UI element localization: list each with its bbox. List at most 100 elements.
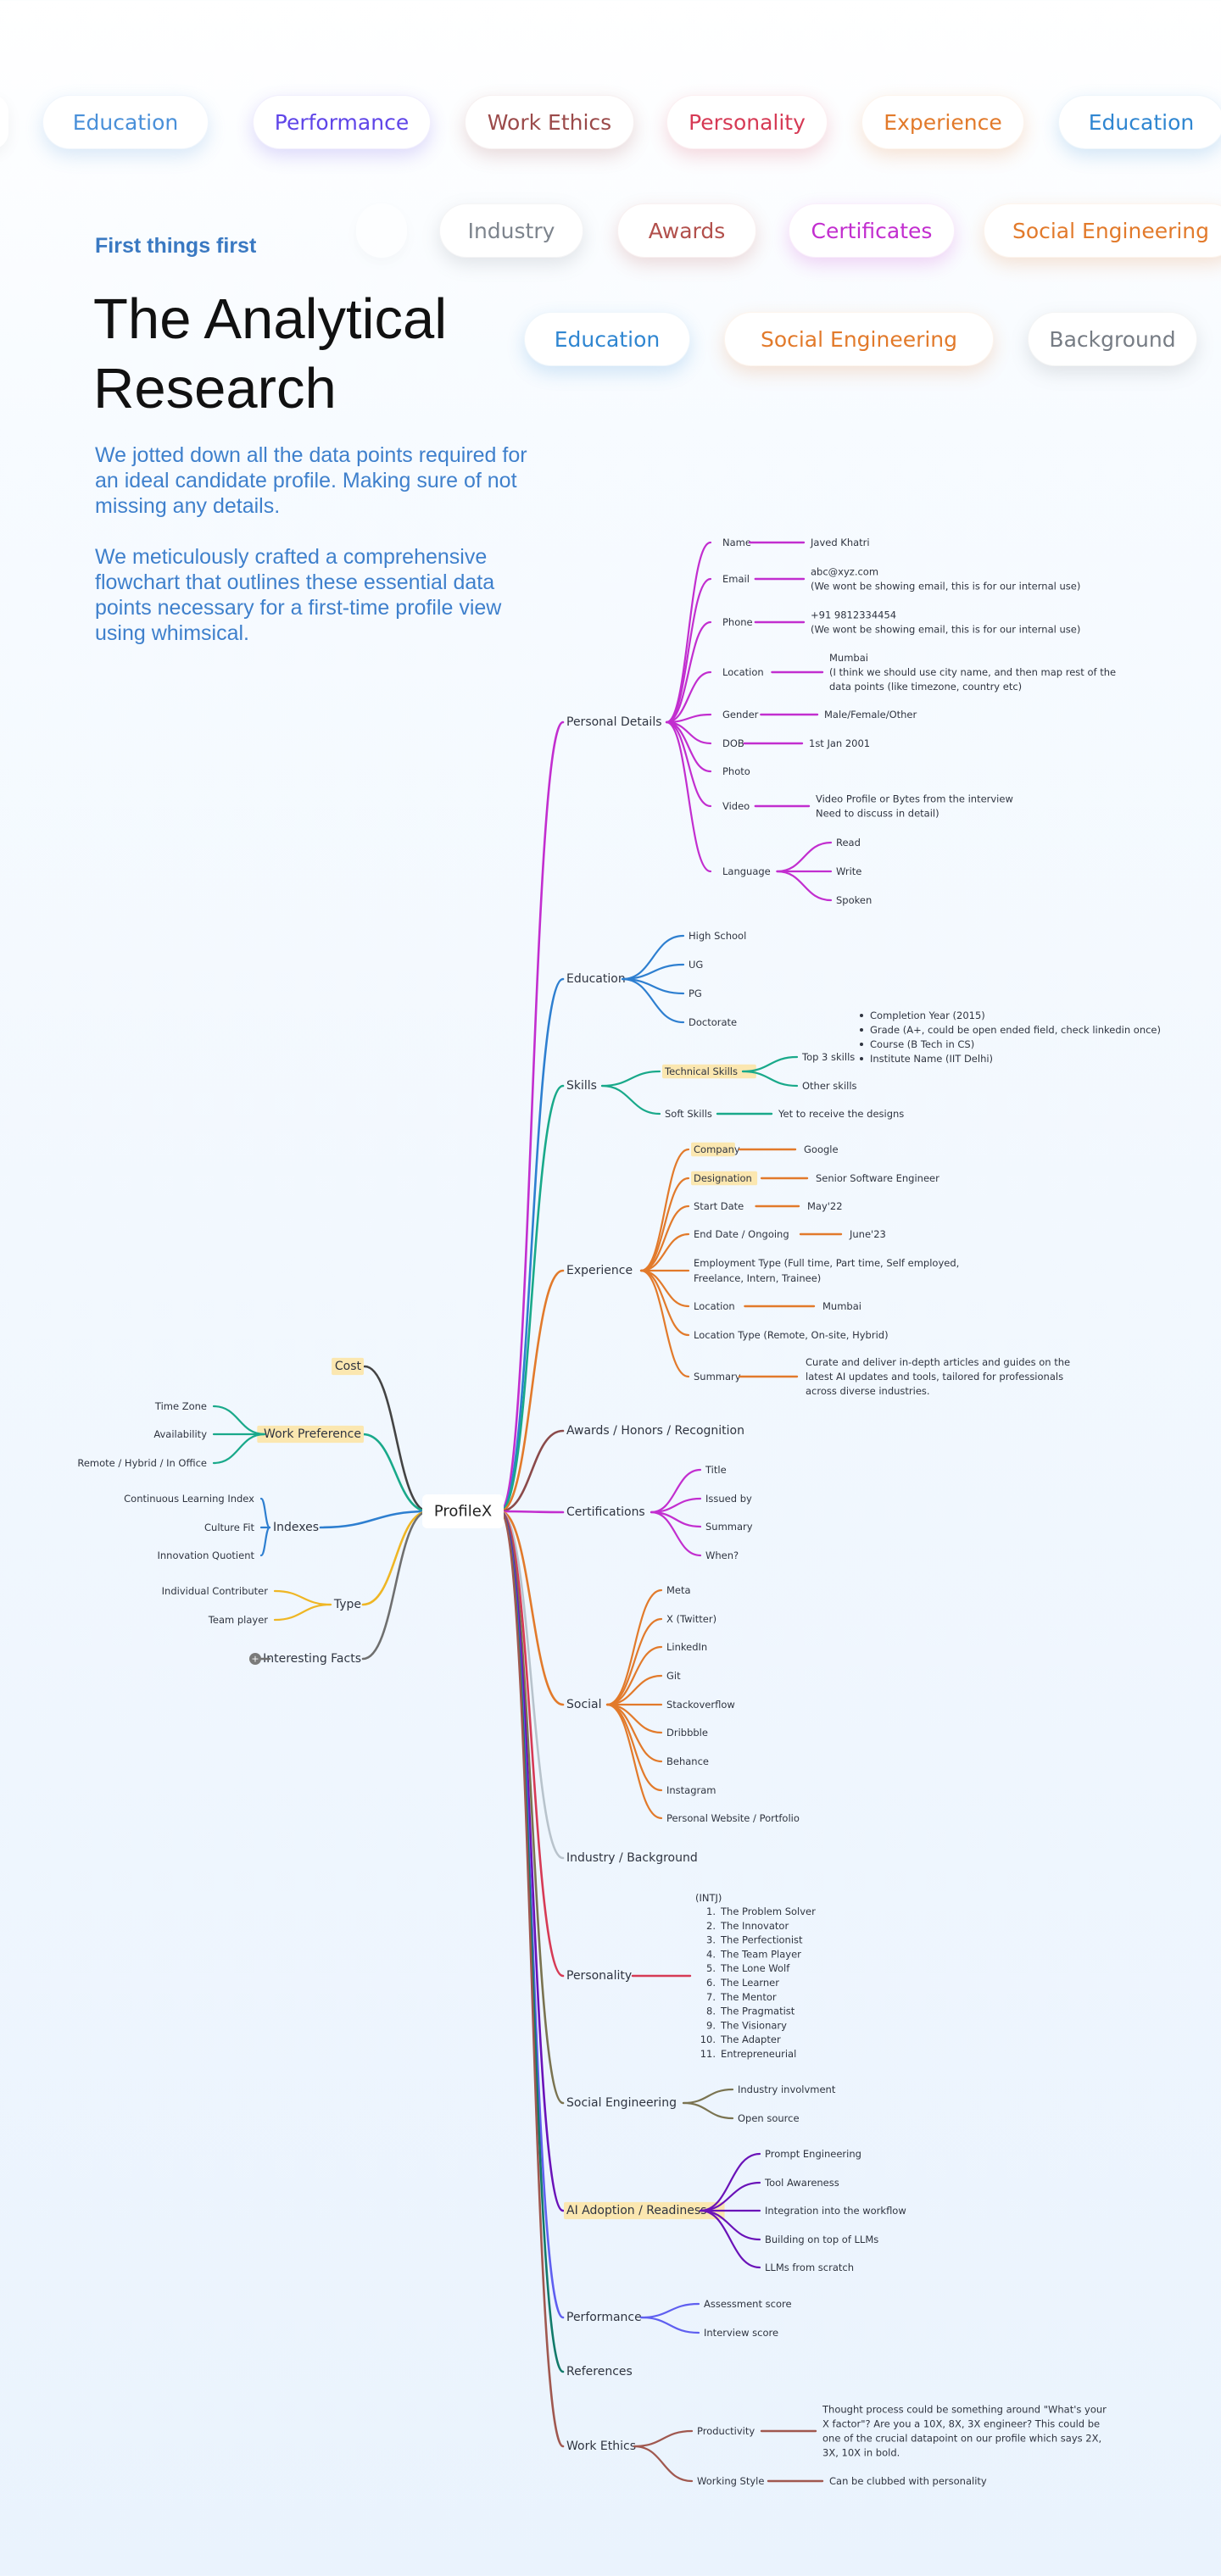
leaf-label: High School	[689, 930, 746, 942]
branch-connector	[363, 1365, 430, 1513]
list-number: 7.	[706, 1991, 716, 2003]
leaf-label: Gender	[722, 709, 759, 721]
value-text: X factor"? Are you a 10X, 8X, 3X enginee…	[822, 2418, 1100, 2430]
value-text: Yet to receive the designs	[778, 1108, 904, 1120]
intro-paragraph-1: We jotted down all the data points requi…	[95, 443, 527, 518]
leaf-label: Issued by	[705, 1493, 752, 1505]
root-node-label: ProfileX	[434, 1503, 492, 1521]
leaf-label: Innovation Quotient	[158, 1549, 255, 1561]
leaf-label: LLMs from scratch	[765, 2262, 854, 2273]
branch-type: Type	[333, 1598, 361, 1611]
pill-social-engineering-2[interactable]: Social Engineering	[724, 312, 994, 366]
leaf-label: Availability	[153, 1428, 207, 1440]
pill-work-ethics[interactable]: Work Ethics	[465, 95, 634, 149]
pill-label: Education	[1088, 109, 1195, 135]
branch-work-preference: Work Preference	[264, 1427, 361, 1441]
list-item: The Perfectionist	[720, 1934, 803, 1946]
child-connector	[212, 1433, 266, 1465]
pill-awards[interactable]: Awards	[617, 203, 756, 258]
leaf-label: Location Type (Remote, On-site, Hybrid)	[694, 1329, 889, 1341]
child-connector	[605, 1703, 663, 1820]
pill-label: Social Engineering	[1012, 218, 1210, 243]
leaf-label: Integration into the workflow	[765, 2205, 906, 2217]
list-item: The Visionary	[720, 2019, 787, 2031]
leaf-label: Name	[722, 537, 751, 548]
list-item: The Lone Wolf	[720, 1962, 790, 1974]
value-text: Mumbai	[822, 1300, 861, 1312]
child-connector	[621, 934, 685, 981]
list-item: The Mentor	[720, 1991, 777, 2003]
leaf-label: Technical Skills	[664, 1065, 738, 1077]
list-number: 10.	[700, 2034, 716, 2045]
leaf-label: Team player	[208, 1614, 268, 1626]
child-connector	[605, 1617, 663, 1706]
pill-education[interactable]: Education	[42, 95, 209, 149]
list-number: 8.	[706, 2006, 716, 2017]
list-number: 11.	[700, 2048, 716, 2060]
branch-connector	[499, 1510, 565, 1514]
pill-background[interactable]: Background	[1028, 312, 1197, 366]
branch-connector	[499, 1510, 565, 2448]
leaf-label: Assessment score	[704, 2298, 792, 2310]
pill-industry[interactable]: Industry	[439, 203, 583, 258]
child-connector	[259, 1497, 271, 1529]
pill-label: Certificates	[811, 218, 933, 243]
branch-social: Social	[566, 1698, 602, 1711]
child-connector	[776, 841, 833, 873]
branch-interesting-facts: Interesting Facts	[263, 1652, 361, 1666]
pill-certificates[interactable]: Certificates	[789, 203, 955, 258]
pill-performance[interactable]: Performance	[253, 95, 431, 149]
root-node-bg	[422, 1494, 504, 1528]
leaf-label: Company	[694, 1143, 740, 1155]
child-connector	[600, 1070, 661, 1088]
branch-personal-details: Personal Details	[566, 715, 662, 729]
list-item: The Team Player	[720, 1948, 801, 1960]
child-connector	[639, 2302, 700, 2319]
branch-connector	[361, 1433, 430, 1513]
branch-ai-adoption: AI Adoption / Readiness	[566, 2204, 706, 2217]
pill-experience[interactable]: Experience	[861, 95, 1024, 149]
bullet-dot	[860, 1028, 863, 1032]
child-connector	[273, 1589, 332, 1606]
leaf-label: Location	[694, 1300, 735, 1312]
value-text: Male/Female/Other	[824, 709, 917, 721]
branch-connector	[499, 1510, 565, 2105]
leaf-label: Meta	[666, 1584, 691, 1596]
child-connector	[699, 2209, 761, 2269]
pill-education-2[interactable]: Education	[1058, 95, 1221, 149]
branch-connector	[499, 1429, 565, 1513]
intro-paragraph-2: We meticulously crafted a comprehensive …	[95, 545, 502, 645]
leaf-label: Summary	[705, 1521, 753, 1533]
list-number: 9.	[706, 2019, 716, 2031]
highlight-mark	[691, 1171, 758, 1186]
leaf-label: Language	[722, 865, 771, 877]
leaf-label: Read	[836, 837, 861, 848]
child-connector	[600, 1084, 661, 1116]
list-title: (INTJ)	[695, 1892, 722, 1904]
pill-label: Personality	[689, 109, 806, 135]
child-connector	[639, 1269, 690, 1378]
branch-connector	[319, 1510, 430, 1529]
value-text: 3X, 10X in bold.	[822, 2447, 900, 2459]
child-connector	[259, 1526, 271, 1557]
list-item: The Problem Solver	[720, 1906, 816, 1917]
leaf-label: Video	[722, 800, 750, 812]
leaf-label: Freelance, Intern, Trainee)	[694, 1272, 821, 1284]
branch-connector	[499, 1084, 565, 1513]
child-connector	[650, 1468, 702, 1514]
pill-label: Background	[1049, 326, 1176, 352]
highlight-mark	[257, 1425, 364, 1444]
branch-connector	[499, 977, 565, 1513]
pill-social-engineering[interactable]: Social Engineering	[984, 203, 1221, 258]
leaf-label: Photo	[722, 765, 750, 777]
child-connector	[633, 2445, 694, 2483]
pill-education-3[interactable]: Education	[524, 312, 690, 366]
leaf-label: Tool Awareness	[764, 2177, 839, 2189]
leaf-label: Dribbble	[666, 1727, 708, 1739]
branch-performance: Performance	[566, 2311, 642, 2324]
pill-personality[interactable]: Personality	[666, 95, 828, 149]
pill-label: Awards	[648, 218, 726, 243]
value-text: Senior Software Engineer	[816, 1172, 939, 1184]
highlight-mark	[691, 1142, 735, 1157]
